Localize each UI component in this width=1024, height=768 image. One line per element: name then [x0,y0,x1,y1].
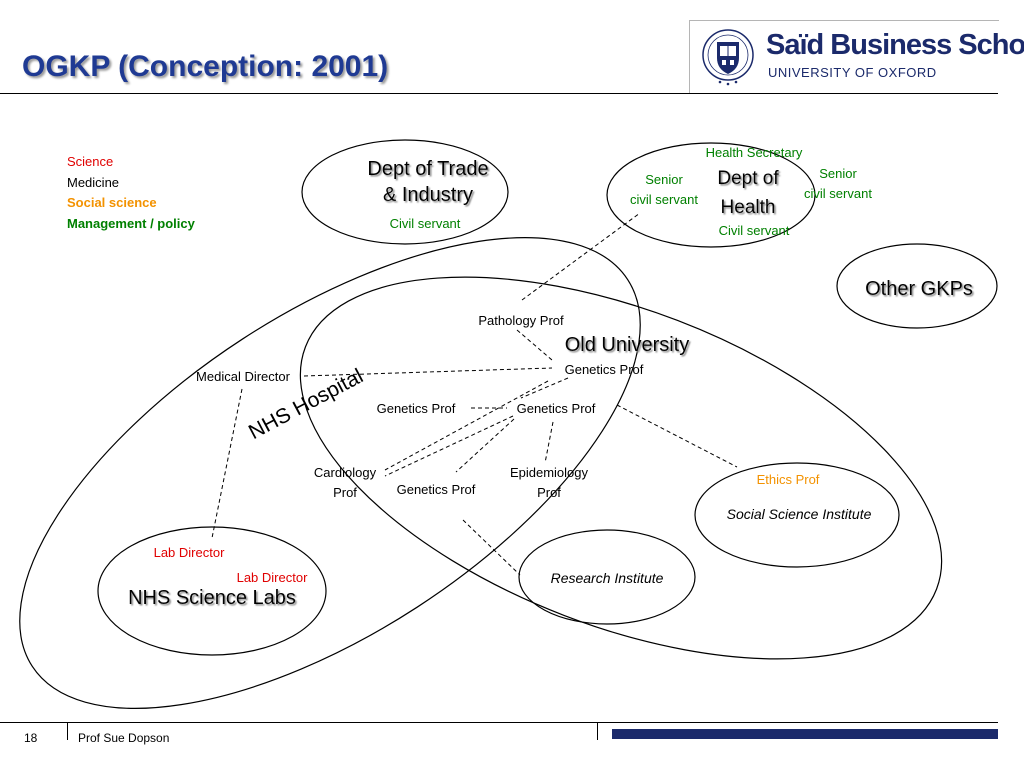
org-ellipse-olduni [299,276,943,660]
link-meddir-labdir1 [211,388,243,539]
org-label-ssi: Social Science Institute [727,506,872,522]
org-label-olduni: Old University [565,334,689,356]
link-gen3-ethics [616,404,738,468]
actor-lab-director-1: Lab Director [154,545,225,560]
organization-shapes [19,139,998,709]
actor-medical-director: Medical Director [196,369,291,384]
logo-subtitle: UNIVERSITY OF OXFORD [768,65,937,80]
actor-pathology-prof: Pathology Prof [478,313,564,328]
actor-doh-civil-servant: Civil servant [719,223,790,238]
footer-tick [67,722,68,740]
legend-item-management: Management / policy [67,215,195,231]
oxford-crest-icon [702,29,754,86]
org-ellipse-doh [606,142,816,248]
legend-item-social-science: Social science [67,195,157,210]
actor-genetics-prof-2: Genetics Prof [377,401,456,416]
actor-genetics-prof-4: Genetics Prof [397,482,476,497]
page-title: OGKP (Conception: 2001) [22,50,389,83]
footer-author: Prof Sue Dopson [78,731,170,745]
actor-dti-civil-servant: Civil servant [390,216,461,231]
org-ellipse-labs [97,526,327,656]
footer-brand-bar [612,729,998,739]
org-ellipse-ssi [694,462,900,568]
link-path-doh [521,212,641,301]
logo: Saïd Business School UNIVERSITY OF OXFOR… [689,20,1024,94]
org-label-ri: Research Institute [551,570,664,586]
link-path-gen1 [516,329,553,361]
footer-tick [597,722,598,740]
org-ellipse-nhshosp [19,237,641,709]
actor-ethics-prof: Ethics Prof [757,472,820,487]
link-gen1-gen3 [520,377,569,399]
legend-item-medicine: Medicine [67,174,120,190]
link-gen1-cardio [384,380,549,471]
link-gen4-ri [462,519,521,576]
logo-name: Saïd Business School [766,29,1024,61]
legend-item-science: Science [67,154,114,169]
org-ellipse-ri [518,529,696,625]
org-ellipse-dti [301,139,509,245]
header-divider [0,93,998,94]
footer-divider [0,722,998,723]
org-label-other: Other GKPs [865,278,973,300]
link-gen3-cardio [384,415,514,477]
org-ellipse-other [836,243,998,329]
actor-lab-director-2: Lab Director [237,570,308,585]
page-number: 18 [24,731,38,745]
actor-genetics-prof-1: Genetics Prof [565,362,644,377]
legend: Science Medicine Social science Manageme… [67,152,195,234]
link-gen3-gen4 [455,418,515,473]
link-lines [211,212,738,576]
actor-genetics-prof-3: Genetics Prof [517,401,596,416]
actor-health-secretary: Health Secretary [706,145,803,160]
org-label-dti: Dept of Trade& Industry [367,158,488,206]
link-gen3-epi [544,421,554,464]
link-meddir-gen1 [303,367,553,377]
org-label-labs: NHS Science Labs [128,587,296,609]
